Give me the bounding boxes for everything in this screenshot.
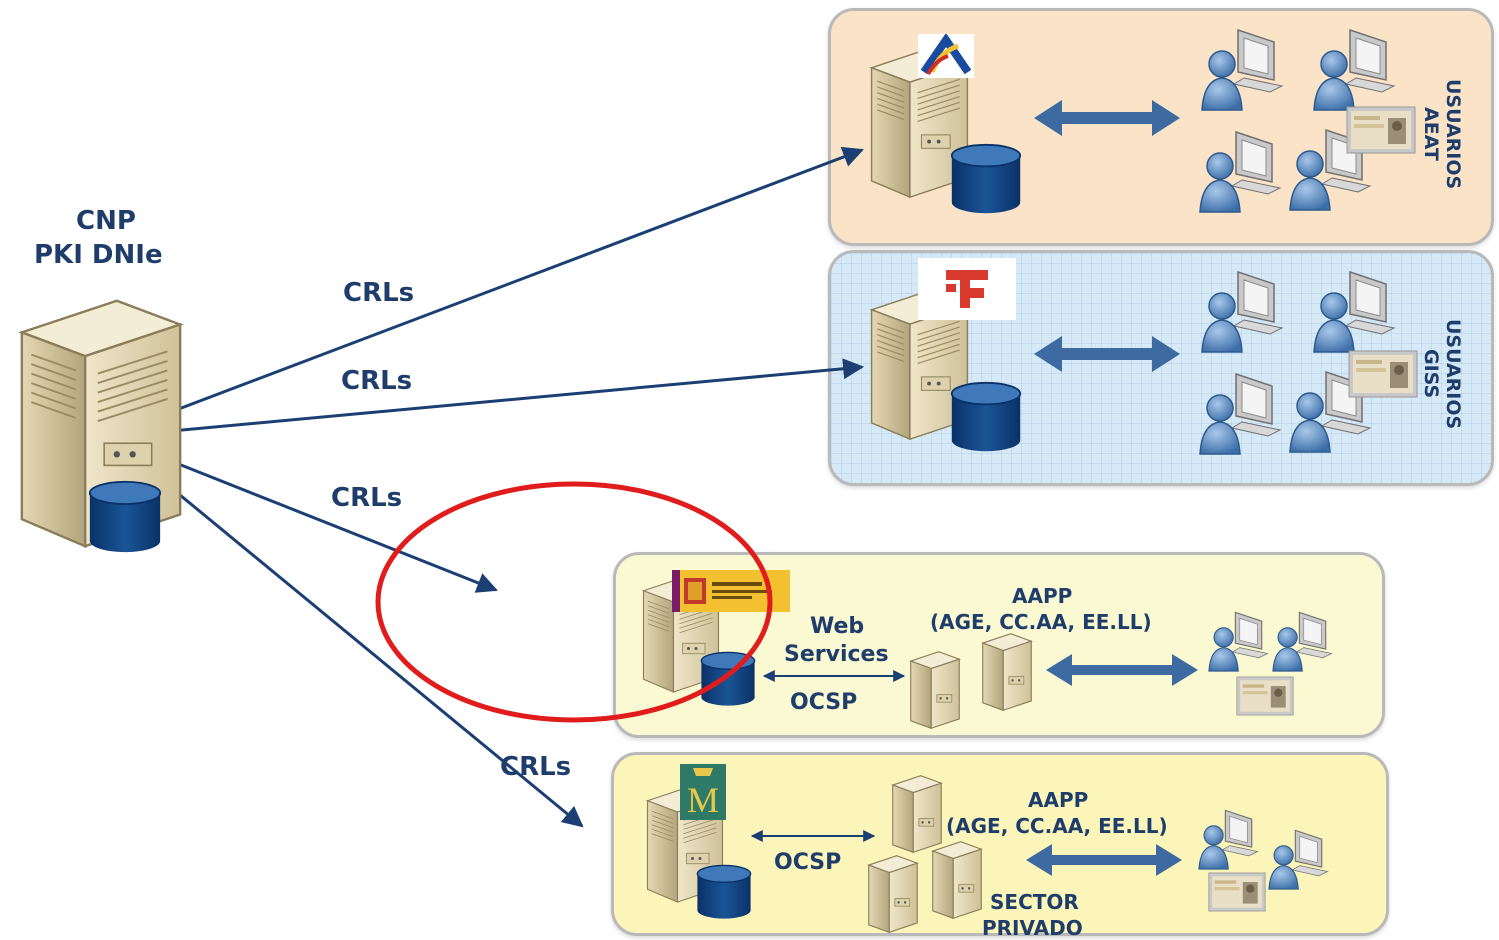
ws-web-label: Web xyxy=(810,614,865,639)
giss-users-label: USUARIOS GISS xyxy=(1420,304,1464,444)
double-arrow-ws xyxy=(1046,654,1198,686)
ws-services-label: Services xyxy=(784,642,889,667)
aeat-logo-icon xyxy=(918,34,974,78)
ocsp-m-logo-icon: M xyxy=(680,764,726,820)
ws-aapp-label: AAPP xyxy=(1012,584,1073,608)
crl-arrow-ocsp xyxy=(117,442,584,828)
crl-label-web-services: CRLs xyxy=(331,483,403,513)
crl-label-giss: CRLs xyxy=(341,366,413,396)
ocsp-sector-label: SECTOR xyxy=(990,890,1079,914)
cnp-title: CNP xyxy=(76,206,136,236)
ocsp-aapp-label: AAPP xyxy=(1028,788,1089,812)
aeat-users-line2: AEAT xyxy=(1420,107,1442,161)
svg-text:M: M xyxy=(687,780,719,820)
double-arrow-aeat xyxy=(1034,100,1180,136)
ws-ocsp-label: OCSP xyxy=(790,690,858,715)
ocsp-aapp-scope-label: (AGE, CC.AA, EE.LL) xyxy=(946,814,1168,838)
aeat-users-label: USUARIOS AEAT xyxy=(1420,64,1464,204)
aeat-users-line1: USUARIOS xyxy=(1442,78,1464,190)
giss-users-line1: USUARIOS xyxy=(1442,318,1464,430)
crl-arrow-giss xyxy=(117,358,865,438)
ws-aapp-scope-label: (AGE, CC.AA, EE.LL) xyxy=(930,610,1152,634)
giss-logo-icon xyxy=(918,258,1016,320)
double-arrow-ocsp xyxy=(1026,844,1182,876)
ocsp-private-label: PRIVADO xyxy=(982,916,1083,940)
ocsp-label: OCSP xyxy=(774,850,842,875)
cnp-subtitle: PKI DNIe xyxy=(34,240,163,270)
giss-users-line2: GISS xyxy=(1420,349,1442,399)
crl-label-aeat: CRLs xyxy=(343,278,415,308)
double-arrow-giss xyxy=(1034,336,1180,372)
crl-label-ocsp: CRLs xyxy=(500,752,572,782)
crl-arrow-aeat xyxy=(117,146,864,434)
